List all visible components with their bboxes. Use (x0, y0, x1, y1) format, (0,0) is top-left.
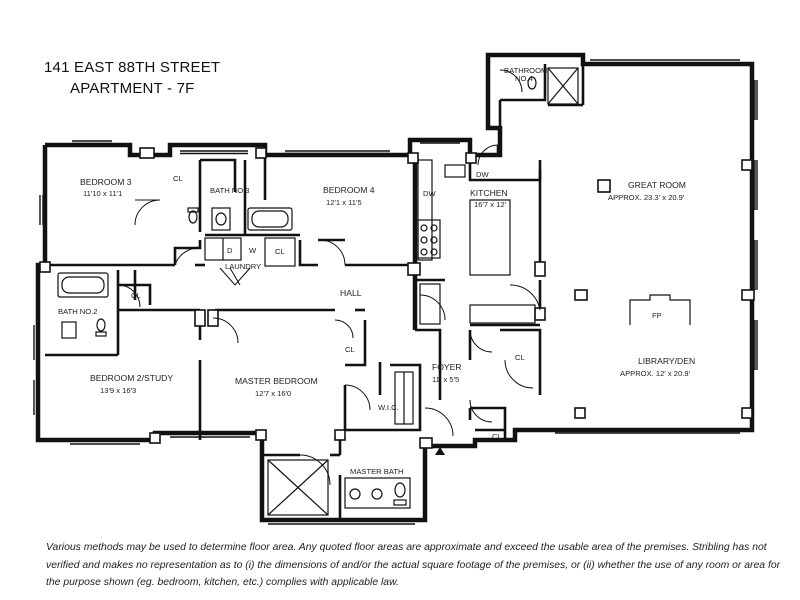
library-size: APPROX. 12' x 20.9' (620, 369, 691, 378)
hall-name: HALL (340, 288, 362, 298)
wic-name: W.I.C. (378, 403, 399, 412)
fireplace-label: FP (652, 311, 662, 320)
closet-label: CL (515, 353, 525, 362)
interior-walls (45, 64, 585, 520)
door-swings (117, 69, 541, 486)
library-name: LIBRARY/DEN (638, 356, 695, 366)
masterbath-name: MASTER BATH (350, 467, 403, 476)
foyer-name: FOYER (432, 362, 462, 372)
window-marks (33, 59, 758, 525)
exterior-walls (35, 52, 755, 523)
bedroom4-name: BEDROOM 4 (323, 185, 375, 195)
address-title: 141 EAST 88TH STREET (44, 59, 221, 76)
greatroom-size: APPROX. 23.3' x 20.9' (608, 193, 685, 202)
fixtures (57, 67, 691, 516)
foyer-size: 11' x 5'5 (432, 375, 459, 384)
greatroom-name: GREAT ROOM (628, 180, 686, 190)
bedroom3-size: 11'10 x 11'1 (83, 189, 122, 198)
unit-title: APARTMENT - 7F (70, 80, 195, 97)
bedroom4-size: 12'1 x 11'5 (326, 198, 362, 207)
entry-arrow (435, 447, 445, 455)
bedroom2-name: BEDROOM 2/STUDY (90, 373, 173, 383)
master-name: MASTER BEDROOM (235, 376, 318, 386)
bath3-name: BATH NO.3 (210, 186, 250, 195)
dishwasher-label: DW (476, 170, 489, 179)
master-size: 12'7 x 16'0 (255, 389, 291, 398)
columns (39, 147, 755, 449)
floor-plan: BEDROOM 3 11'10 x 11'1 CL BATH NO.3 BEDR… (33, 52, 758, 525)
dishwasher-label: DW (423, 189, 436, 198)
closet-label: CL (492, 432, 502, 441)
bath2-name: BATH NO.2 (58, 307, 98, 316)
closet-label: CL (345, 345, 355, 354)
bath4-name-2: NO.4 (515, 74, 533, 83)
kitchen-size: 16'7 x 12' (474, 200, 507, 209)
disclaimer-text: Various methods may be used to determine… (46, 542, 781, 588)
closet-label: CL (275, 247, 285, 256)
laundry-name: LAUNDRY (225, 262, 261, 271)
bedroom2-size: 13'9 x 16'3 (100, 386, 136, 395)
closet-label: CL (173, 174, 183, 183)
dryer-label: D (227, 246, 233, 255)
closet-label: CL (131, 291, 141, 300)
bedroom3-name: BEDROOM 3 (80, 177, 132, 187)
washer-label: W (249, 246, 257, 255)
kitchen-name: KITCHEN (470, 188, 508, 198)
bath4-name: BATHROOM (504, 66, 547, 75)
